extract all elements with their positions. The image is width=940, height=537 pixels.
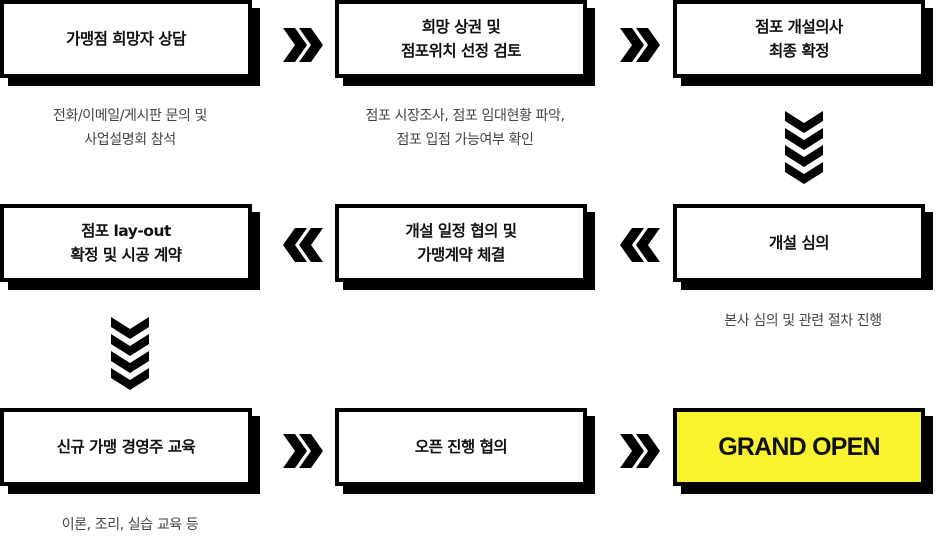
step-box: 점포 lay-out 확정 및 시공 계약 [0,204,252,282]
step-2-description: 점포 시장조사, 점포 임대현황 파악, 점포 입점 가능여부 확인 [365,108,565,148]
step-box-final: GRAND OPEN [673,408,925,486]
step-8-opening-coordination: 오픈 진행 협의 [335,408,587,486]
quad-chevron-down-icon [785,111,823,185]
quad-chevron-down-icon [111,317,149,391]
step-2-location-review: 희망 상권 및 점포위치 선정 검토 [335,0,587,78]
step-3-final-confirmation: 점포 개설의사 최종 확정 [673,0,925,78]
step-title: 점포 개설의사 최종 확정 [755,18,843,60]
step-title: 개설 심의 [769,234,829,252]
step-box: 오픈 진행 협의 [335,408,587,486]
step-title: 오픈 진행 협의 [414,438,508,456]
step-title: 가맹점 희망자 상담 [66,30,186,48]
step-title: 점포 lay-out 확정 및 시공 계약 [70,222,182,264]
double-chevron-right-icon [620,28,660,62]
step-5-contract-signing: 개설 일정 협의 및 가맹계약 체결 [335,204,587,282]
step-4-description: 본사 심의 및 관련 절차 진행 [724,313,882,329]
step-box: 희망 상권 및 점포위치 선정 검토 [335,0,587,78]
step-box: 개설 일정 협의 및 가맹계약 체결 [335,204,587,282]
step-title: 신규 가맹 경영주 교육 [56,438,196,456]
double-chevron-left-icon [620,228,660,262]
double-chevron-left-icon [283,228,323,262]
step-title: GRAND OPEN [718,433,880,461]
step-9-grand-open: GRAND OPEN [673,408,925,486]
double-chevron-right-icon [283,28,323,62]
step-box: 개설 심의 [673,204,925,282]
step-title: 희망 상권 및 점포위치 선정 검토 [401,18,521,60]
step-7-description: 이론, 조리, 실습 교육 등 [61,517,199,533]
step-7-owner-training: 신규 가맹 경영주 교육 [0,408,252,486]
step-box: 신규 가맹 경영주 교육 [0,408,252,486]
step-1-description: 전화/이메일/게시판 문의 및 사업설명회 참석 [52,108,207,148]
double-chevron-right-icon [620,434,660,468]
step-4-opening-review: 개설 심의 [673,204,925,282]
step-6-layout-construction: 점포 lay-out 확정 및 시공 계약 [0,204,252,282]
double-chevron-right-icon [283,434,323,468]
step-box: 점포 개설의사 최종 확정 [673,0,925,78]
step-title: 개설 일정 협의 및 가맹계약 체결 [405,222,517,264]
step-box: 가맹점 희망자 상담 [0,0,252,78]
step-1-franchise-consultation: 가맹점 희망자 상담 [0,0,252,78]
